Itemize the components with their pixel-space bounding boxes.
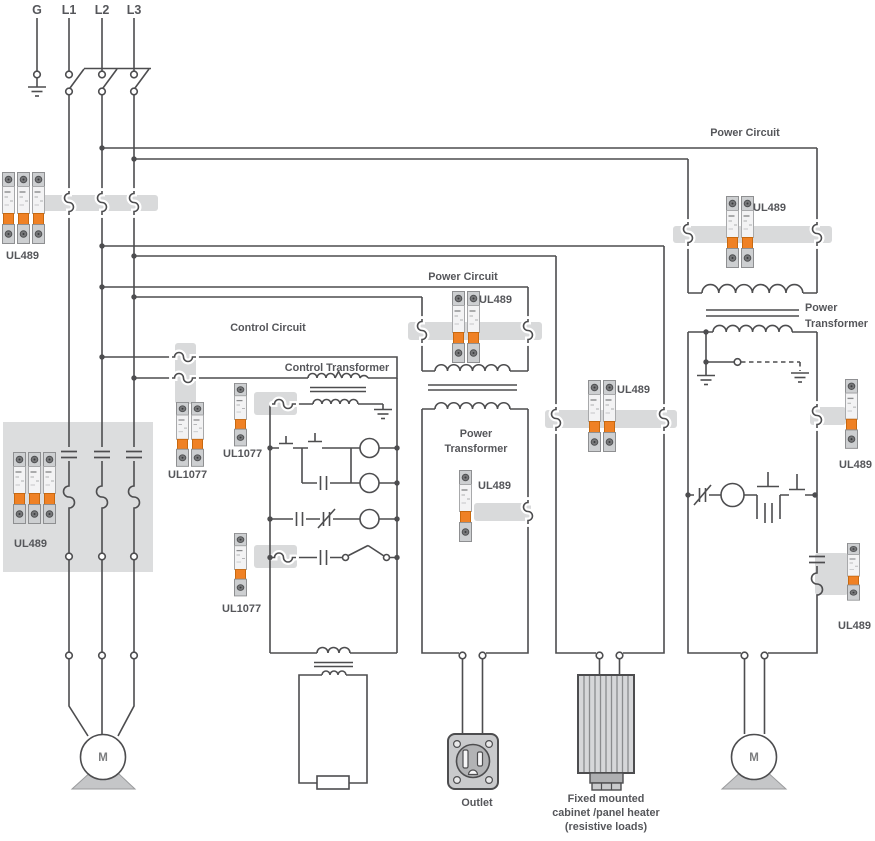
breaker-label-ul489-right-lower: UL489: [838, 620, 871, 632]
terminal-label-l1: L1: [62, 3, 77, 17]
breaker-photo-3pole-ul489-top: [3, 173, 45, 244]
breaker-photo-3pole-ul489-panel: [14, 453, 56, 524]
terminal-label-l3: L3: [127, 3, 142, 17]
section-label-power-circuit-mid: Power Circuit: [428, 271, 498, 283]
breaker-photo-1pole-ul1077-lower: [233, 532, 248, 597]
load-label-outlet: Outlet: [461, 797, 493, 809]
label-power-transformer-right-1: Power: [805, 302, 838, 314]
breaker-label-ul489-topleft: UL489: [6, 250, 39, 262]
section-label-control-circuit: Control Circuit: [230, 322, 306, 334]
breaker-label-ul489-mid: UL489: [479, 294, 512, 306]
circuit-symbols: [27, 70, 825, 790]
motor-left-label: M: [98, 752, 108, 764]
breaker-label-ul489-topright: UL489: [753, 202, 786, 214]
panel-and-connector-bands: [3, 195, 848, 595]
breaker-photo-1pole-ul1077-upper: [233, 382, 248, 447]
motor-left: [70, 733, 137, 790]
breaker-photo-1pole-ul489-outlet: [458, 469, 473, 543]
breaker-label-ul1077-lower: UL1077: [222, 603, 261, 615]
contactor-panel-box: [3, 422, 153, 572]
loads: [70, 674, 788, 791]
label-power-transformer-right-2: Transformer: [805, 318, 869, 330]
label-power-transformer-mid-1: Power: [460, 428, 493, 440]
section-label-power-circuit-top: Power Circuit: [710, 127, 780, 139]
motor-right-label: M: [749, 752, 759, 764]
section-label-control-transformer: Control Transformer: [285, 362, 390, 374]
breaker-label-ul489-panel: UL489: [14, 538, 47, 550]
terminal-label-g: G: [32, 3, 42, 17]
heater-graphic: [577, 674, 635, 791]
breaker-photo-1pole-ul489-right-upper: [844, 378, 859, 450]
breaker-label-ul1077-upper: UL1077: [223, 448, 262, 460]
breaker-label-ul1077-2pole: UL1077: [168, 469, 207, 481]
breaker-label-ul489-right-upper: UL489: [839, 459, 872, 471]
load-label-heater-1: Fixed mounted: [568, 793, 645, 805]
terminal-label-l2: L2: [95, 3, 110, 17]
breaker-photo-1pole-ul489-right-lower: [846, 542, 861, 601]
breaker-photo-2pole-ul1077: [177, 402, 204, 466]
breaker-label-ul489-outlet: UL489: [478, 480, 511, 492]
breaker-label-ul489-heater: UL489: [617, 384, 650, 396]
label-power-transformer-mid-2: Transformer: [444, 443, 508, 455]
motor-right: [720, 733, 788, 790]
labels: G L1 L2 L3 Power Circuit Power Circuit C…: [6, 3, 872, 833]
load-label-heater-3: (resistive loads): [565, 821, 648, 833]
load-label-heater-2: cabinet /panel heater: [552, 807, 660, 819]
wiring: [36, 18, 818, 784]
outlet-graphic: [447, 733, 499, 790]
